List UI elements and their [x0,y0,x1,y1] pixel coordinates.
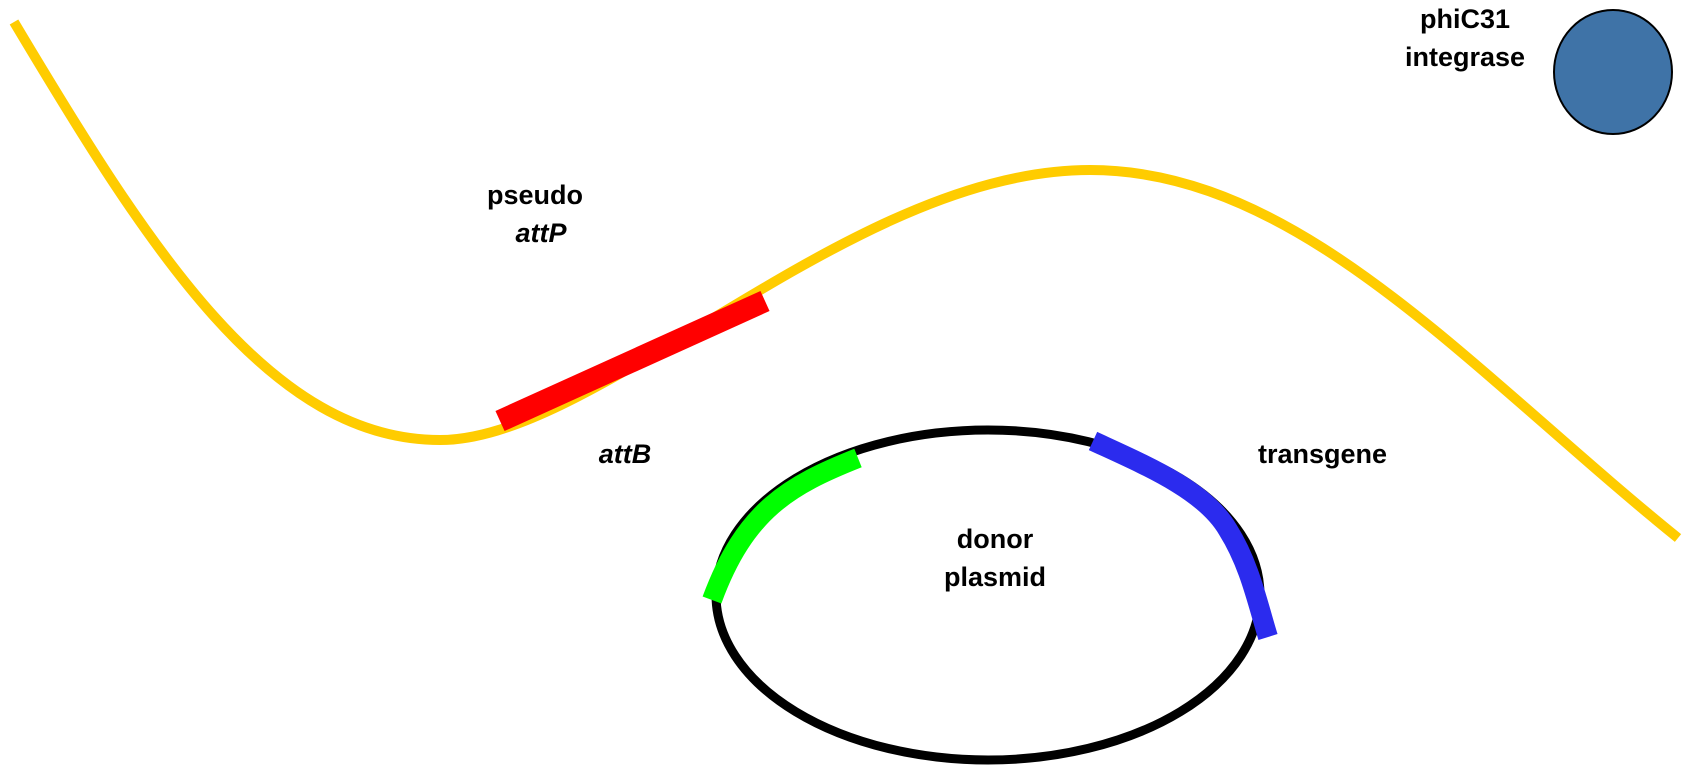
donor-plasmid-label-line1: donor [956,524,1034,554]
pseudo-attp-segment [495,290,770,432]
integrase-label-line1: phiC31 [1419,4,1511,34]
integrase-label: phiC31 integrase [1385,0,1545,76]
attb-segment [702,448,862,604]
chromosome-strand [9,19,1682,542]
attb-label: attB [575,435,675,473]
integrase-label-line2: integrase [1404,42,1526,72]
donor-plasmid-label: donor plasmid [920,520,1070,596]
transgene-segment [1088,431,1278,640]
attb-label-text: attB [598,439,652,469]
pseudo-attp-label-line1: pseudo [486,180,583,210]
pseudo-attp-label: pseudo attP [470,176,600,252]
transgene-label: transgene [1230,435,1415,473]
integrase-protein-circle [1553,9,1673,135]
donor-plasmid-label-line2: plasmid [943,562,1047,592]
pseudo-attp-label-line2: attP [515,218,567,248]
transgene-label-text: transgene [1257,439,1388,469]
